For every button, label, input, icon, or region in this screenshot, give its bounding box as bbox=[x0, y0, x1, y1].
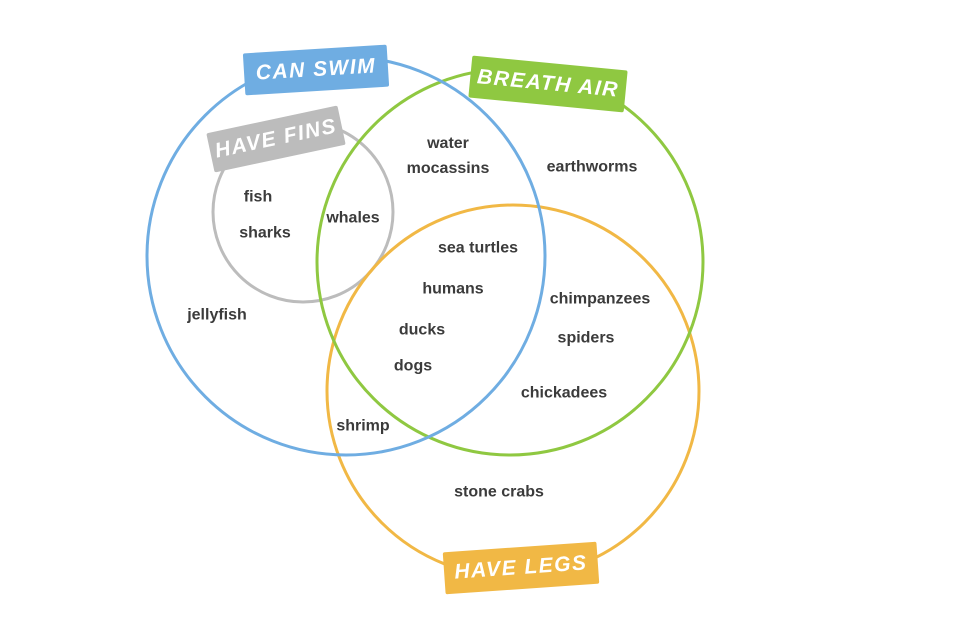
venn-item-dogs: dogs bbox=[393, 357, 433, 375]
venn-item-whales: whales bbox=[326, 209, 380, 227]
venn-item-spiders: spiders bbox=[557, 329, 615, 347]
venn-item-chimpanzees: chimpanzees bbox=[549, 290, 651, 308]
venn-item-ducks: ducks bbox=[398, 321, 446, 339]
venn-item-humans: humans bbox=[422, 280, 484, 298]
venn-item-sea-turtles: sea turtles bbox=[437, 239, 519, 257]
venn-item-earthworms: earthworms bbox=[546, 158, 638, 176]
venn-item-shrimp: shrimp bbox=[336, 417, 390, 435]
venn-item-water-mocassins: water mocassins bbox=[406, 135, 490, 177]
venn-item-jellyfish: jellyfish bbox=[187, 306, 247, 324]
set-label-can-swim: CAN SWIM bbox=[242, 44, 390, 96]
venn-item-fish: fish bbox=[243, 188, 273, 206]
venn-item-stone-crabs: stone crabs bbox=[454, 483, 544, 501]
venn-item-sharks: sharks bbox=[239, 224, 291, 242]
venn-item-chickadees: chickadees bbox=[520, 384, 608, 402]
